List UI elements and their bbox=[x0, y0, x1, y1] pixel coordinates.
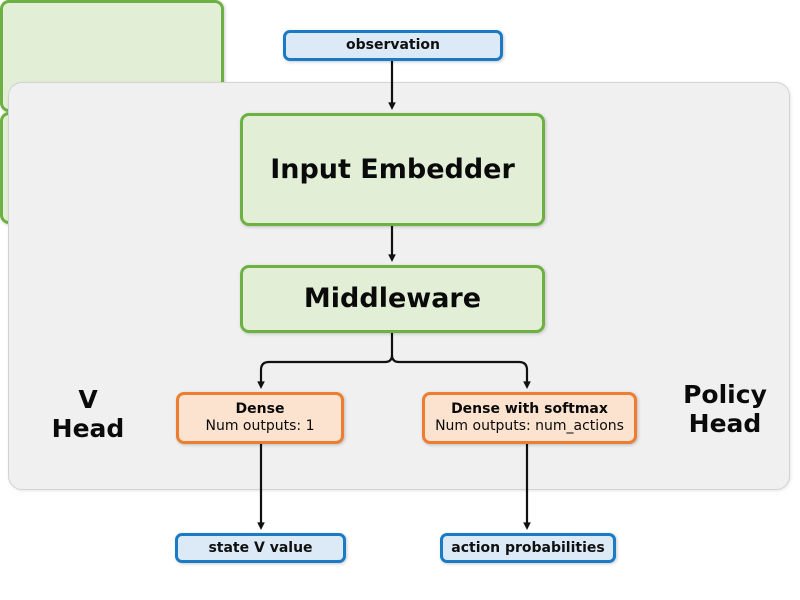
dense-policy-title: Dense with softmax bbox=[451, 401, 608, 418]
label-policy-head-line1: Policy bbox=[683, 380, 767, 409]
label-policy-head: Policy Head bbox=[662, 380, 788, 438]
node-middleware[interactable]: Middleware bbox=[240, 265, 545, 333]
node-dense-value[interactable]: Dense Num outputs: 1 bbox=[176, 392, 344, 444]
dense-value-subtitle: Num outputs: 1 bbox=[205, 418, 315, 434]
middleware-label: Middleware bbox=[303, 283, 482, 315]
node-input-embedder[interactable]: Input Embedder bbox=[240, 113, 545, 226]
label-value-head-line1: V bbox=[78, 385, 98, 414]
dense-policy-subtitle: Num outputs: num_actions bbox=[435, 418, 624, 434]
state-v-value-label: state V value bbox=[208, 539, 313, 556]
node-action-probabilities[interactable]: action probabilities bbox=[440, 533, 616, 563]
node-state-v-value[interactable]: state V value bbox=[175, 533, 346, 563]
node-dense-policy[interactable]: Dense with softmax Num outputs: num_acti… bbox=[422, 392, 637, 444]
node-observation[interactable]: observation bbox=[283, 30, 503, 61]
input-embedder-label: Input Embedder bbox=[270, 153, 515, 185]
label-value-head-line2: Head bbox=[51, 414, 125, 443]
dense-value-title: Dense bbox=[235, 401, 285, 418]
action-probabilities-label: action probabilities bbox=[451, 539, 605, 556]
observation-label: observation bbox=[345, 37, 441, 54]
label-value-head: V Head bbox=[38, 385, 138, 443]
label-policy-head-line2: Head bbox=[688, 409, 762, 438]
